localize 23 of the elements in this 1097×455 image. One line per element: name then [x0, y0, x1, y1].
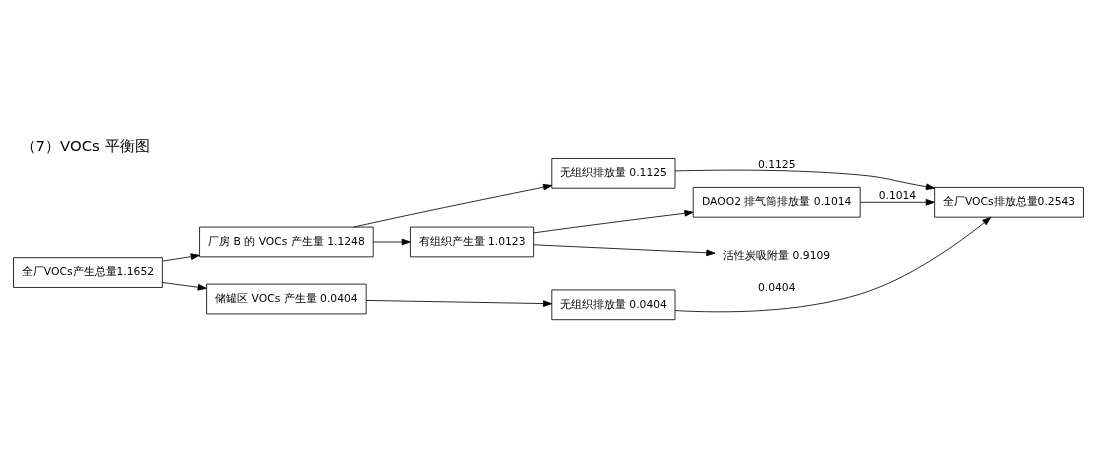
arrow [365, 300, 553, 307]
node-box: 有组织产生量 1.0123 [410, 226, 535, 258]
arrow [533, 209, 694, 234]
node-box: 全厂VOCs排放总量0.2543 [934, 187, 1084, 218]
edge-label: 0.1125 [757, 157, 796, 171]
node-box: 厂房 B 的 VOCs 产生量 1.1248 [199, 226, 374, 258]
arrow [674, 169, 935, 191]
node-box: 无组织排放量 0.1125 [551, 158, 676, 189]
node-text: 活性炭吸附量 0.9109 [723, 248, 831, 262]
diagram-title: （7）VOCs 平衡图 [20, 136, 150, 155]
arrow [372, 238, 411, 246]
arrow [533, 244, 716, 257]
arrow [674, 216, 992, 313]
edge-label: 0.1014 [878, 189, 917, 203]
arrow [162, 282, 207, 291]
node-box: 全厂VOCs产生总量1.1652 [13, 257, 163, 288]
arrow [353, 183, 553, 228]
edge-label: 0.0404 [757, 281, 796, 295]
arrow [860, 198, 935, 206]
node-box: 储罐区 VOCs 产生量 0.0404 [206, 283, 367, 315]
arrow [162, 253, 200, 262]
node-box: 无组织排放量 0.0404 [551, 289, 676, 321]
node-box: DAOO2 排气筒排放量 0.1014 [692, 187, 861, 218]
